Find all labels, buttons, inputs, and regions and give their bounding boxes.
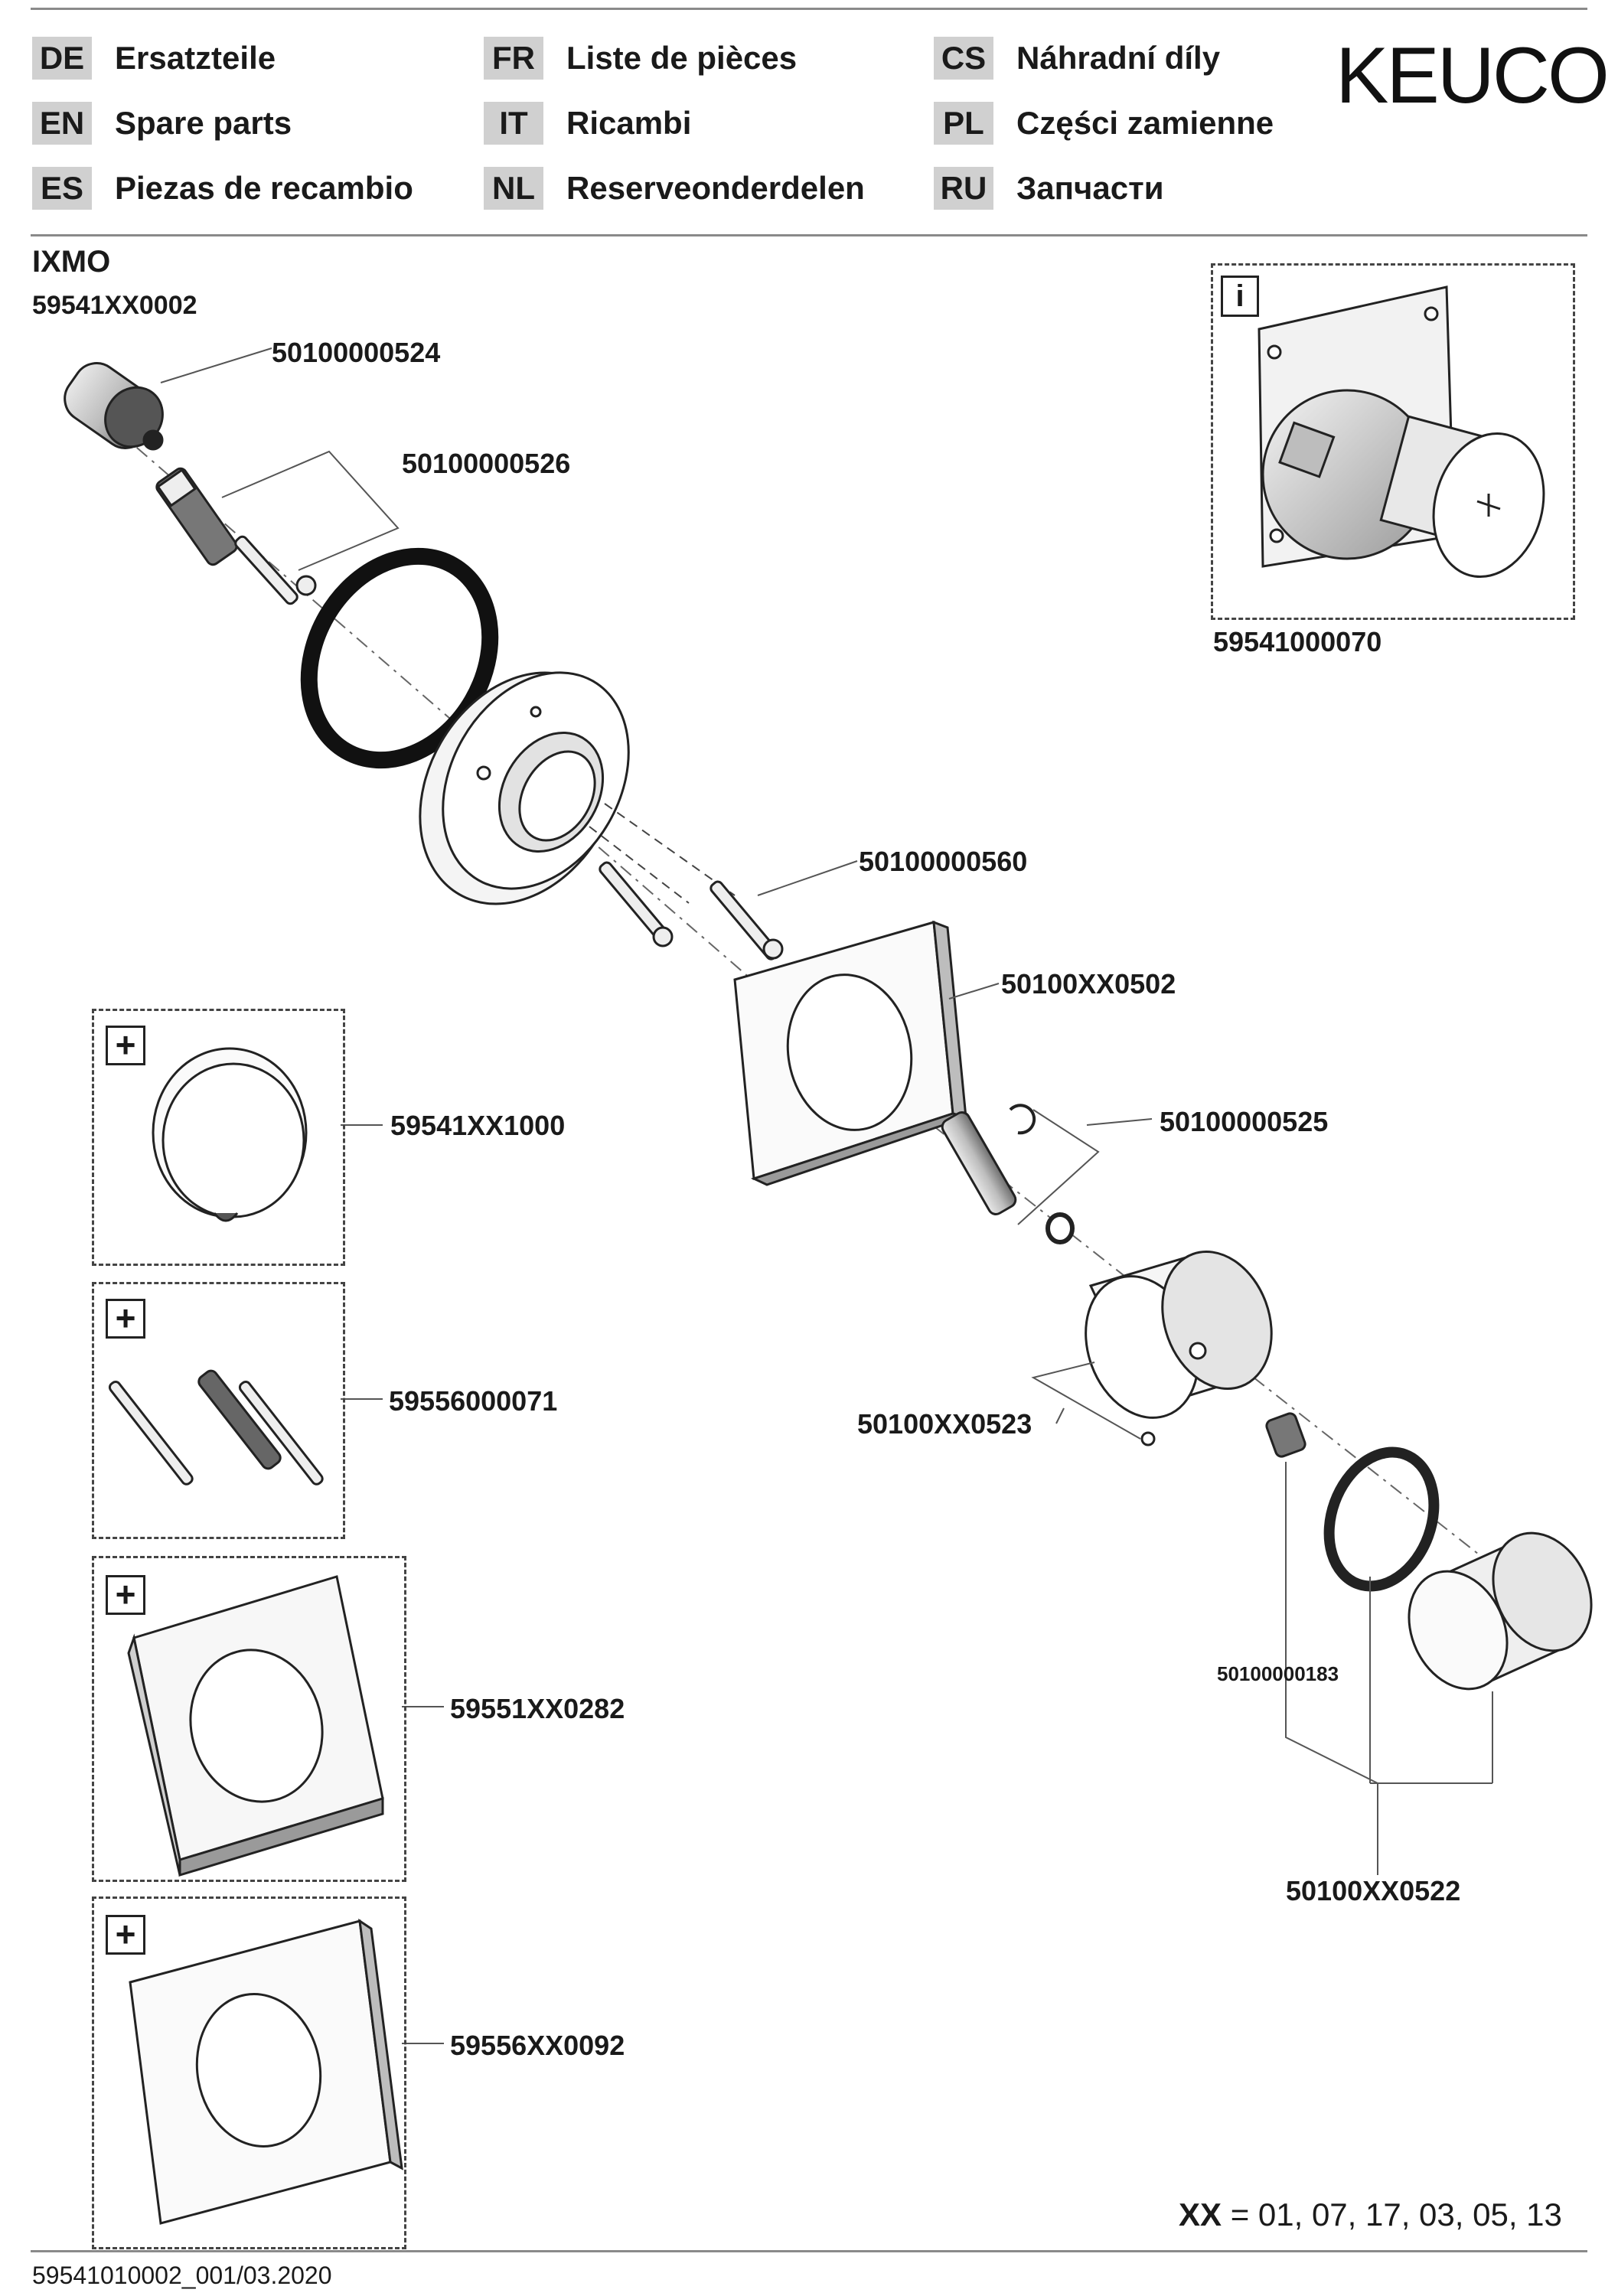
part-number-50100XX0522: 50100XX0522: [1286, 1875, 1461, 1906]
plus-icon: +: [106, 1299, 145, 1339]
part-number-50100000560: 50100000560: [859, 846, 1028, 877]
screw-part: [234, 535, 317, 605]
leader-lines: [160, 347, 1493, 2044]
rosette-plate-part: [419, 671, 630, 905]
xx-label: XX: [1179, 2197, 1222, 2232]
part-number-50100000526: 50100000526: [402, 448, 571, 479]
lang-code: IT: [484, 102, 543, 145]
part-number-59556000071: 59556000071: [389, 1385, 558, 1417]
lang-code: RU: [934, 167, 993, 210]
accessory-handle-drawing: [152, 1047, 308, 1222]
lang-code: ES: [32, 167, 92, 210]
lang-pl: PL Części zamienne: [934, 102, 1274, 145]
spindle-part: [155, 467, 238, 566]
part-number-59541XX1000: 59541XX1000: [390, 1110, 566, 1141]
footer-rule: [31, 2250, 1587, 2252]
handle-knob-part: [1408, 1531, 1593, 1691]
square-cover-plate-part: [733, 920, 970, 1186]
accessory-box-3: [92, 1556, 406, 1882]
lang-name: Części zamienne: [1016, 105, 1274, 141]
document-number: 59541010002_001/03.2020: [32, 2262, 332, 2289]
part-number-50100000524: 50100000524: [272, 337, 441, 368]
product-number: 59541XX0002: [32, 291, 197, 320]
lang-name: Piezas de recambio: [115, 170, 413, 206]
lang-es: ES Piezas de recambio: [32, 167, 413, 210]
part-number-59541000070: 59541000070: [1213, 626, 1382, 657]
lang-code: DE: [32, 37, 92, 80]
sleeve-part: [1085, 1250, 1273, 1446]
ring-part: [1323, 1446, 1440, 1592]
lang-nl: NL Reserveonderdelen: [484, 167, 865, 210]
lang-name: Liste de pièces: [566, 40, 798, 76]
part-number-50100000183: 50100000183: [1217, 1662, 1339, 1685]
color-code-note: XX = 01, 07, 17, 03, 05, 13: [1179, 2197, 1562, 2233]
lang-code: FR: [484, 37, 543, 80]
lang-name: Reserveonderdelen: [566, 170, 865, 206]
product-name: IXMO: [32, 245, 111, 279]
info-box: [1211, 263, 1575, 620]
plus-icon: +: [106, 1915, 145, 1955]
lang-en: EN Spare parts: [32, 102, 292, 145]
lang-code: EN: [32, 102, 92, 145]
xx-values: = 01, 07, 17, 03, 05, 13: [1222, 2197, 1562, 2232]
plus-icon: +: [106, 1026, 145, 1065]
accessory-screws-drawing: [108, 1369, 324, 1486]
lang-cs: CS Náhradní díly: [934, 37, 1220, 80]
info-box-drawing: [1258, 285, 1545, 579]
long-screw-part: [599, 861, 784, 960]
part-number-50100XX0502: 50100XX0502: [1001, 968, 1176, 1000]
lang-name: Spare parts: [115, 105, 292, 141]
accessory-box-4: [92, 1896, 406, 2249]
lang-name: Náhradní díly: [1016, 40, 1221, 76]
extension-spindle-part: [941, 1104, 1075, 1244]
accessory-square-rosette-drawing: [127, 1575, 384, 1877]
lang-name: Ersatzteile: [115, 40, 276, 76]
lang-code: NL: [484, 167, 543, 210]
cartridge-part: [64, 362, 164, 451]
header-top-rule: [31, 8, 1587, 10]
accessory-box-1: [92, 1009, 345, 1266]
accessory-square-plate-drawing: [129, 1918, 403, 2225]
lang-code: CS: [934, 37, 993, 80]
part-number-50100000525: 50100000525: [1160, 1106, 1329, 1137]
lang-code: PL: [934, 102, 993, 145]
lang-name: Запчасти: [1016, 170, 1164, 206]
lang-fr: FR Liste de pièces: [484, 37, 797, 80]
adapter-part: [1265, 1412, 1306, 1458]
lang-ru: RU Запчасти: [934, 167, 1164, 210]
header-bottom-rule: [31, 234, 1587, 236]
info-icon: i: [1221, 276, 1259, 317]
lang-it: IT Ricambi: [484, 102, 691, 145]
part-number-59556XX0092: 59556XX0092: [450, 2030, 625, 2061]
lang-de: DE Ersatzteile: [32, 37, 276, 80]
o-ring-part: [300, 547, 499, 769]
plus-icon: +: [106, 1575, 145, 1615]
lang-name: Ricambi: [566, 105, 692, 141]
part-number-59551XX0282: 59551XX0282: [450, 1693, 625, 1724]
part-number-50100XX0523: 50100XX0523: [857, 1408, 1032, 1440]
brand-logo: KEUCO: [1336, 31, 1610, 120]
accessory-box-2: [92, 1282, 345, 1539]
